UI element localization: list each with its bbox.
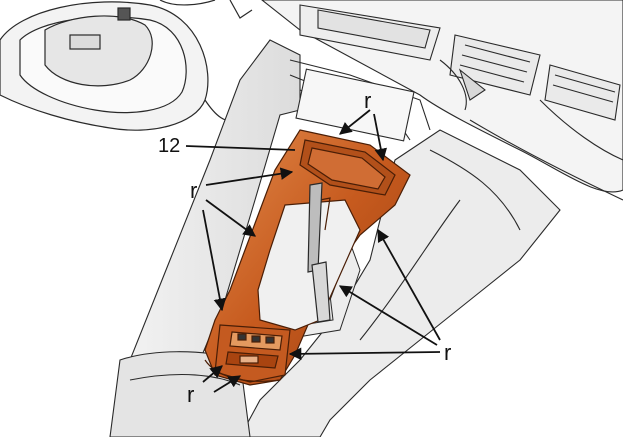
label-r-right: r bbox=[444, 340, 451, 365]
steering-wheel bbox=[0, 0, 253, 131]
arrow-r-left-3 bbox=[202, 209, 227, 312]
arrow-r-right-3 bbox=[288, 347, 441, 361]
label-r-bottom: r bbox=[187, 382, 194, 407]
arrow-r-bottom-1 bbox=[202, 365, 223, 383]
arrow-r-top-left bbox=[339, 109, 371, 135]
label-r-top: r bbox=[364, 88, 371, 113]
arrow-r-right-2 bbox=[338, 285, 438, 346]
dashboard bbox=[261, 0, 623, 201]
console-body bbox=[109, 39, 561, 437]
callout-arrows bbox=[185, 109, 441, 393]
arrow-r-right-1 bbox=[377, 228, 441, 341]
arrow-r-top-right bbox=[373, 113, 388, 162]
arrow-r-left-1 bbox=[205, 167, 294, 186]
gear-lever bbox=[307, 182, 331, 323]
label-part-12: 12 bbox=[158, 135, 180, 157]
arrow-r-left-2 bbox=[205, 199, 257, 237]
arrow-r-bottom-2 bbox=[213, 375, 242, 393]
leader-part-12 bbox=[185, 145, 296, 151]
label-r-left: r bbox=[190, 178, 197, 203]
